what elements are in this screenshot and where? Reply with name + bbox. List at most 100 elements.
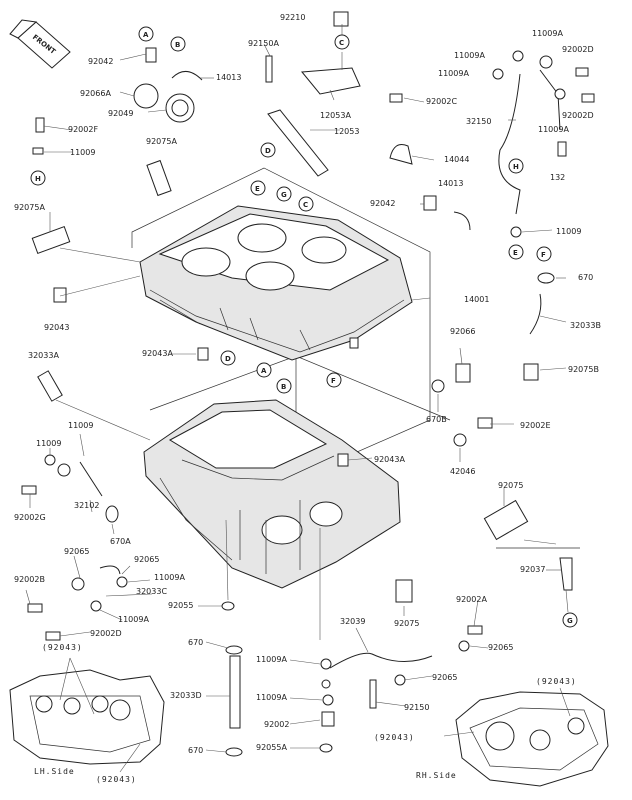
label-32033D: 32033D — [170, 691, 202, 700]
rh-side-view: (92043) (92043) RH.Side — [374, 677, 609, 787]
svg-text:A: A — [143, 31, 149, 39]
label-32150: 32150 — [466, 117, 491, 126]
svg-text:B: B — [175, 41, 180, 49]
label-92042-2: 92042 — [370, 199, 395, 208]
label-11009A-3: 11009A — [438, 69, 469, 78]
label-132: 132 — [550, 173, 565, 182]
label-92065-4: 92065 — [432, 673, 457, 682]
svg-text:C: C — [339, 39, 344, 47]
label-92075B: 92075B — [568, 365, 599, 374]
label-92002: 92002 — [264, 720, 289, 729]
label-32039: 32039 — [340, 617, 365, 626]
lower-crankcase — [143, 399, 401, 589]
ref-E-case: E — [250, 180, 266, 196]
label-92043A-2: 92043A — [374, 455, 405, 464]
ref-G-right: G — [562, 612, 578, 628]
svg-text:B: B — [281, 383, 286, 391]
label-32033A: 32033A — [28, 351, 59, 360]
label-32033B: 32033B — [570, 321, 601, 330]
label-92037: 92037 — [520, 565, 545, 574]
svg-text:F: F — [541, 251, 546, 259]
rh-side-label: RH.Side — [416, 771, 457, 780]
label-92002D-1: 92002D — [562, 45, 594, 54]
svg-text:H: H — [35, 175, 41, 183]
ref-H-right: H — [508, 158, 524, 174]
label-14013-2: 14013 — [438, 179, 463, 188]
label-11009A-7: 11009A — [256, 655, 287, 664]
label-92002E: 92002E — [520, 421, 551, 430]
svg-text:D: D — [265, 147, 271, 155]
ref-F-right: F — [536, 246, 552, 262]
front-direction-arrow: FRONT — [9, 19, 71, 69]
label-12053A: 12053A — [320, 111, 351, 120]
label-92065-3: 92065 — [488, 643, 513, 652]
label-92002A: 92002A — [456, 595, 487, 604]
label-11009-1: 11009 — [70, 148, 95, 157]
lh-side-view: (92043) LH.Side (92043) — [9, 643, 165, 784]
label-670-3: 670 — [188, 746, 203, 755]
ref-H-left: H — [30, 170, 46, 186]
svg-text:A: A — [261, 367, 267, 375]
label-92075: 92075 — [498, 481, 523, 490]
label-92055A: 92055A — [256, 743, 287, 752]
rh-callout-92043-left: (92043) — [374, 733, 415, 742]
lh-callout-92043-bottom: (92043) — [96, 775, 137, 784]
leader-lines — [25, 24, 569, 753]
label-670-1: 670 — [578, 273, 593, 282]
label-11009A-5: 11009A — [154, 573, 185, 582]
label-92075-2: 92075 — [394, 619, 419, 628]
label-42046: 42046 — [450, 467, 475, 476]
svg-text:G: G — [281, 191, 287, 199]
label-670A: 670A — [110, 537, 131, 546]
label-92075A-1: 92075A — [146, 137, 177, 146]
label-92065-1: 92065 — [64, 547, 89, 556]
label-11009A-1: 11009A — [532, 29, 563, 38]
label-92043-1: 92043 — [44, 323, 69, 332]
label-14013-1: 14013 — [216, 73, 241, 82]
ref-B-case: B — [276, 378, 292, 394]
rh-callout-92043-top: (92043) — [536, 677, 577, 686]
label-11009-4: 11009 — [68, 421, 93, 430]
label-92002B: 92002B — [14, 575, 45, 584]
upper-crankcase — [139, 205, 413, 361]
label-92066: 92066 — [450, 327, 475, 336]
label-670-2: 670 — [188, 638, 203, 647]
svg-text:H: H — [513, 163, 519, 171]
ref-E-right: E — [508, 244, 524, 260]
svg-text:D: D — [225, 355, 231, 363]
label-92150A: 92150A — [248, 39, 279, 48]
svg-text:F: F — [331, 377, 336, 385]
label-11009-3: 11009 — [36, 439, 61, 448]
ref-C-top: C — [334, 34, 350, 50]
label-670B: 670B — [426, 415, 447, 424]
ref-A-case: A — [256, 362, 272, 378]
label-92002G: 92002G — [14, 513, 46, 522]
label-92002F: 92002F — [68, 125, 98, 134]
label-92210: 92210 — [280, 13, 305, 22]
label-92055: 92055 — [168, 601, 193, 610]
label-92043A-1: 92043A — [142, 349, 173, 358]
label-92065-2: 92065 — [134, 555, 159, 564]
label-14044: 14044 — [444, 155, 469, 164]
label-92002C: 92002C — [426, 97, 457, 106]
label-11009A-6: 11009A — [118, 615, 149, 624]
ref-D-top: D — [260, 142, 276, 158]
label-92002D-2: 92002D — [562, 111, 594, 120]
label-92049: 92049 — [108, 109, 133, 118]
label-92150: 92150 — [404, 703, 429, 712]
svg-text:C: C — [303, 201, 308, 209]
ref-G-case: G — [276, 186, 292, 202]
reference-letters: A B C D H H E F E G C A B F D G — [30, 26, 578, 628]
label-32033C: 32033C — [136, 587, 167, 596]
label-92042-1: 92042 — [88, 57, 113, 66]
label-11009A-8: 11009A — [256, 693, 287, 702]
label-92002D-3: 92002D — [90, 629, 122, 638]
small-parts — [21, 11, 595, 757]
label-11009-2: 11009 — [556, 227, 581, 236]
label-92075A-2: 92075A — [14, 203, 45, 212]
svg-text:G: G — [567, 617, 573, 625]
part-labels: 92210 11009A 11009A 11009A 92002D 92002D… — [14, 13, 601, 755]
label-11009A-4: 11009A — [538, 125, 569, 134]
